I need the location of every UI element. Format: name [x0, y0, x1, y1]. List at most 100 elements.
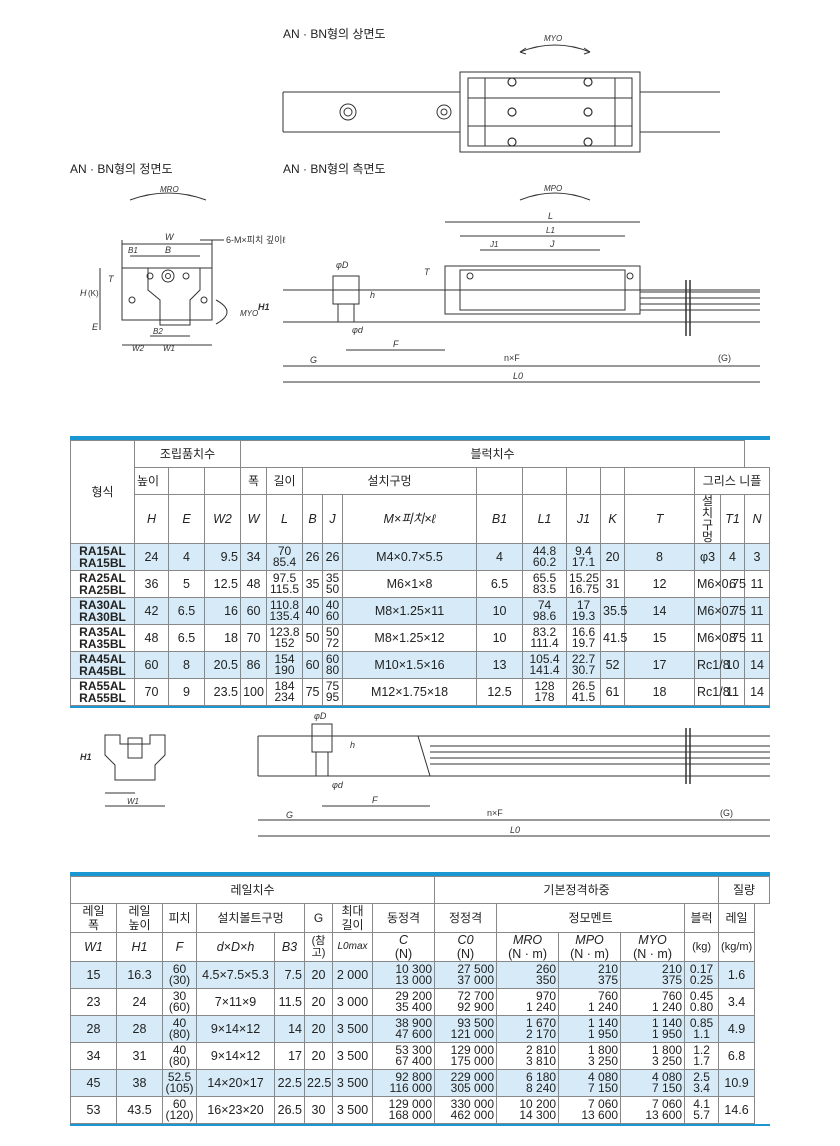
side-t-label: T [424, 267, 431, 277]
th-max-1: 최대 [341, 904, 364, 918]
side-mpo-label: MPO [544, 184, 562, 193]
th-width: 폭 [240, 467, 268, 495]
l1-label: L1 [546, 226, 555, 235]
front-view-drawing: MRO W B1 B H (K) T E B2 W2 W1 6-M×피치 깊이ℓ… [80, 185, 286, 353]
sym-N: N [744, 494, 770, 544]
w2-label: W2 [132, 344, 145, 353]
th-rail-dims: 레일치수 [69, 876, 436, 904]
mounting-hole-label: 6-M×피치 깊이ℓ [226, 234, 286, 245]
rail-drawings: H1 W1 φD h φd F G n×F (G) L0 [80, 711, 770, 837]
th-load: 기본정격하중 [434, 876, 720, 904]
side-D-label: φD [336, 260, 349, 270]
sym-T: T [624, 494, 696, 544]
top-myo-label: MYO [544, 34, 562, 43]
w1-label: W1 [163, 344, 175, 353]
th-grease: 그리스 니플 [694, 467, 770, 495]
rail-nf-label: n×F [487, 808, 503, 818]
h-label: H [80, 288, 87, 298]
sym-L1: L1 [522, 494, 568, 544]
rail-end-view: H1 W1 [80, 734, 166, 807]
th-rail-height-1: 레일 [128, 904, 151, 918]
sym-W2: W2 [203, 494, 242, 544]
sym-E: E [168, 494, 205, 544]
side-d-label: φd [352, 325, 364, 335]
sym-B: B [302, 494, 324, 544]
th-length: 길이 [266, 467, 304, 495]
unit-kg: (kg) [684, 932, 720, 962]
rail-h1-label: H1 [80, 752, 92, 762]
th-rail-width-2: 폭 [87, 918, 100, 932]
th-pitch: 피치 [162, 903, 197, 933]
th-moment: 정모멘트 [496, 903, 686, 933]
technical-drawings: MYO MRO W B1 B H (K) [80, 34, 760, 383]
sym-f: F [162, 932, 197, 962]
t-label: T [108, 274, 115, 284]
sym-B1: B1 [476, 494, 524, 544]
th-height: 높이 [134, 467, 169, 495]
sym-lomax: L0max [332, 932, 373, 962]
top-view-title: AN · BN형의 상면도 [283, 27, 386, 41]
l-label: L [548, 211, 553, 221]
block-dimension-table: 형식 조립품치수 블럭치수 높이 폭 길이 설치구멍 그리스 니플 H E W2… [70, 440, 770, 706]
sym-mpo: MPO [575, 933, 604, 947]
th-mass: 질량 [718, 876, 770, 904]
rail-side-view: φD h φd F G n×F (G) L0 [257, 711, 770, 837]
th-assembly: 조립품치수 [133, 440, 242, 468]
th-model: 형식 [70, 440, 135, 544]
th-grease-hole: 설치구멍 [694, 494, 722, 544]
block-dimension-table-wrap: 형식 조립품치수 블럭치수 높이 폭 길이 설치구멍 그리스 니플 H E W2… [70, 436, 770, 708]
sym-ref: (참고) [304, 932, 333, 962]
th-rail-height-2: 높이 [128, 918, 151, 932]
side-h-label: h [370, 290, 375, 300]
unit-myo: (N · m) [633, 947, 672, 961]
e-label: E [92, 322, 99, 332]
sym-M: M×피치×ℓ [342, 494, 478, 544]
side-nf-label: n×F [504, 353, 520, 363]
sym-J: J [322, 494, 344, 544]
j-label: J [549, 239, 555, 249]
sym-W: W [240, 494, 268, 544]
front-view-title: AN · BN형의 정면도 [70, 162, 173, 176]
front-mro-label: MRO [160, 185, 179, 194]
sym-b3: B3 [274, 932, 305, 962]
rail-gp-label: (G) [720, 808, 733, 818]
b1-label: B1 [128, 246, 138, 255]
unit-mpo: (N · m) [570, 947, 609, 961]
th-rail-width-1: 레일 [82, 904, 105, 918]
th-mass-rail: 레일 [718, 903, 756, 933]
b2-label: B2 [153, 327, 163, 336]
j1-label: J1 [489, 240, 498, 249]
rail-g-label: G [286, 810, 293, 820]
unit-mro: (N · m) [508, 947, 547, 961]
rail-d-label: φd [332, 780, 344, 790]
sym-dxdxh: d×D×h [196, 932, 275, 962]
th-mount-hole: 설치구멍 [302, 467, 478, 495]
sym-H: H [134, 494, 169, 544]
th-mass-block: 블럭 [684, 903, 720, 933]
unit-c: (N) [394, 947, 413, 961]
top-view-drawing: MYO [282, 34, 720, 153]
side-view-drawing: MPO L L1 J1 J T H1 φD h φd F G n×F (G) L… [258, 184, 760, 383]
th-bolt-hole: 설치볼트구멍 [196, 903, 305, 933]
side-g-label: G [310, 355, 317, 365]
b-label: B [165, 245, 171, 255]
sym-J1: J1 [566, 494, 602, 544]
side-h1-label: H1 [258, 302, 270, 312]
side-gp-label: (G) [718, 353, 731, 363]
sym-L: L [266, 494, 304, 544]
sym-c: C [399, 933, 409, 947]
sym-T1: T1 [720, 494, 746, 544]
